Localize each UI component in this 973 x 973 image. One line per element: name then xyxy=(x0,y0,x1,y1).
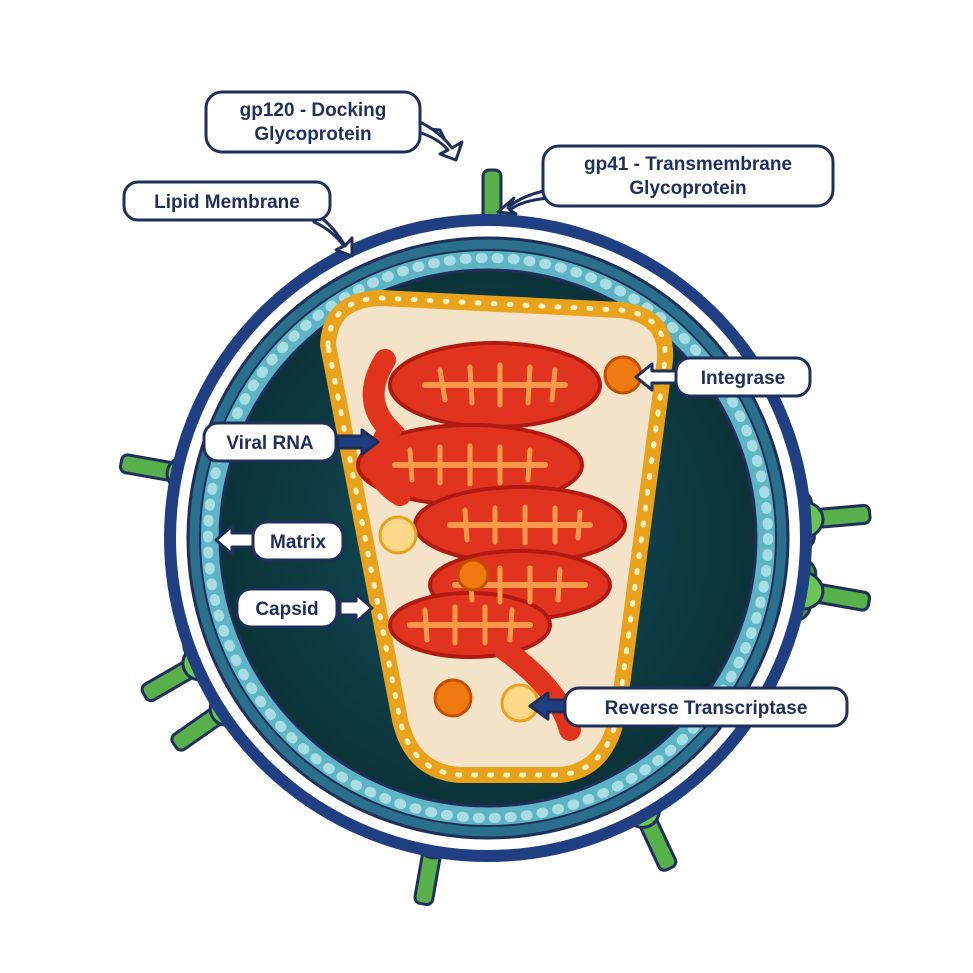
label-integrase: Integrase xyxy=(674,356,812,398)
label-reverse-transcriptase: Reverse Transcriptase xyxy=(563,686,849,728)
gp41-label-line2: Glycoprotein xyxy=(629,178,746,199)
gp120-label-line1: gp120 - Docking xyxy=(240,100,387,121)
matrix-label: Matrix xyxy=(270,532,326,553)
gp120-label-line2: Glycoprotein xyxy=(254,124,371,145)
viral-rna xyxy=(356,341,627,741)
integrase-label: Integrase xyxy=(701,368,785,389)
label-lipid-membrane: Lipid Membrane xyxy=(122,180,332,222)
protease-particle-2 xyxy=(433,678,473,718)
viral-rna-label: Viral RNA xyxy=(226,433,314,454)
gp41-label-line1: gp41 - Transmembrane xyxy=(584,154,792,175)
label-gp120: gp120 - Docking Glycoprotein xyxy=(204,90,422,154)
label-capsid: Capsid xyxy=(235,587,339,629)
label-gp41: gp41 - Transmembrane Glycoprotein xyxy=(541,144,835,208)
label-matrix: Matrix xyxy=(251,520,345,562)
protease-particle xyxy=(456,558,490,592)
integrase-enzyme xyxy=(603,355,643,395)
matrix-protein-particle xyxy=(378,515,418,555)
label-viral-rna: Viral RNA xyxy=(202,421,338,463)
reverse-transcriptase-label: Reverse Transcriptase xyxy=(605,698,808,719)
lipid-membrane-label: Lipid Membrane xyxy=(154,192,300,213)
capsid-label: Capsid xyxy=(255,599,318,620)
pointer-arrows xyxy=(214,120,688,721)
